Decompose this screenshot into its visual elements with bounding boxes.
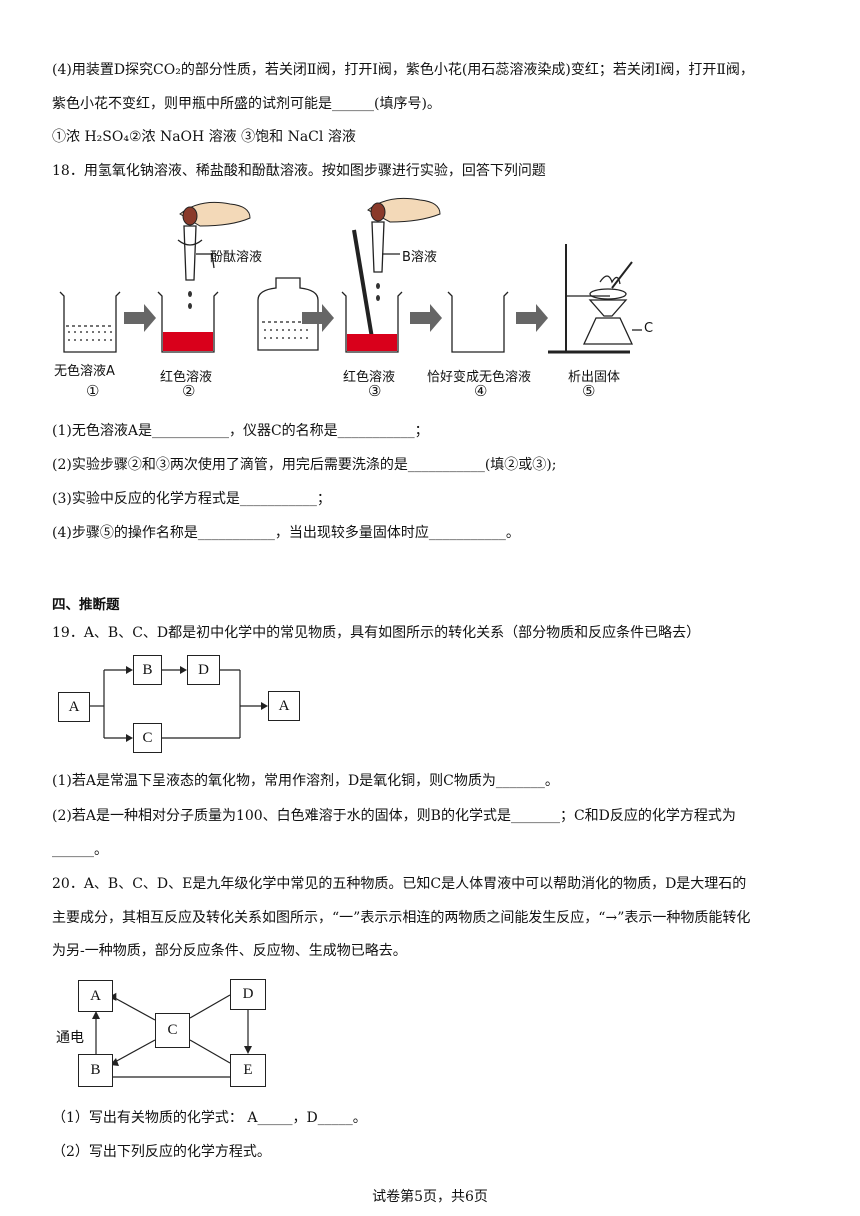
- q19-box-b: B: [133, 655, 162, 685]
- step-arrow-3: [410, 304, 442, 332]
- q20-stem-line2: 主要成分，其相互反应及转化关系如图所示，“一”表示示相连的两物质之间能发生反应，…: [52, 910, 751, 926]
- q18-stem: 18．用氢氧化钠溶液、稀盐酸和酚酞溶液。按如图步骤进行实验，回答下列问题: [52, 163, 546, 179]
- q19-box-a-left: A: [58, 692, 90, 722]
- q20-box-d: D: [230, 979, 266, 1010]
- step5-label: 析出固体: [568, 370, 621, 385]
- q17-part4-line2: 紫色小花不变红，则甲瓶中所盛的试剂可能是______(填序号)。: [52, 96, 441, 112]
- step1-number: ①: [86, 382, 100, 400]
- q18-sub3: (3)实验中反应的化学方程式是___________；: [52, 491, 331, 507]
- step3-label: 红色溶液: [343, 370, 396, 385]
- page-footer: 试卷第5页，共6页: [372, 1189, 488, 1205]
- step4-label: 恰好变成无色溶液: [427, 370, 532, 385]
- q19-stem: 19．A、B、C、D都是初中化学中的常见物质，具有如图所示的转化关系（部分物质和…: [52, 625, 701, 641]
- q18-figure: 酚酞溶液 B溶液 C 无色溶液A 红色溶液 红色溶液 恰好变成无色溶液 析出固体…: [0, 0, 860, 420]
- q20-diagram: A D C B E 通电: [56, 979, 266, 1087]
- q17-part4-line1: (4)用装置D探究CO₂的部分性质，若关闭Ⅱ阀，打开Ⅰ阀，紫色小花(用石蕊溶液染…: [52, 62, 754, 78]
- q20-sub1: （1）写出有关物质的化学式： A_____，D_____。: [52, 1110, 367, 1126]
- q19-box-a-right: A: [268, 691, 300, 721]
- q19-sub2-line2: ______。: [52, 842, 108, 858]
- q20-box-c: C: [155, 1013, 190, 1048]
- label-c: C: [644, 321, 654, 336]
- step5-number: ⑤: [582, 382, 596, 400]
- q19-connectors: [90, 666, 268, 742]
- q18-sub1: (1)无色溶液A是___________，仪器C的名称是___________；: [52, 423, 429, 439]
- q20-stem-line3: 为另-一种物质，部分反应条件、反应物、生成物已略去。: [52, 943, 407, 959]
- step-arrow-2: [302, 304, 334, 332]
- q19-sub2-line1: (2)若A是一种相对分子质量为100、白色难溶于水的固体，则B的化学式是____…: [52, 808, 736, 824]
- label-phenolphthalein: 酚酞溶液: [210, 250, 263, 265]
- q19-sub1: (1)若A是常温下呈液态的氧化物，常用作溶剂，D是氧化铜，则C物质为______…: [52, 773, 559, 789]
- q18-sub2: (2)实验步骤②和③两次使用了滴管，用完后需要洗涤的是___________(填…: [52, 457, 557, 473]
- experiment-diagram: [59, 197, 642, 354]
- step2-number: ②: [182, 382, 196, 400]
- step-arrow-1: [124, 304, 156, 332]
- q20-box-e: E: [230, 1054, 266, 1087]
- section-title: 四、推断题: [52, 597, 120, 613]
- step4-number: ④: [474, 382, 488, 400]
- q20-sub2: （2）写出下列反应的化学方程式。: [52, 1144, 271, 1160]
- label-electrolysis: 通电: [56, 1030, 84, 1046]
- q18-sub4: (4)步骤⑤的操作名称是___________，当出现较多量固体时应______…: [52, 525, 520, 541]
- step-arrow-4: [516, 304, 548, 332]
- q20-connectors: [92, 992, 252, 1078]
- q17-options: ①浓 H₂SO₄②浓 NaOH 溶液 ③饱和 NaCl 溶液: [52, 129, 356, 145]
- label-b-solution: B溶液: [402, 250, 437, 265]
- step1-label: 无色溶液A: [54, 364, 115, 379]
- q19-diagram: A B D C A: [58, 655, 300, 753]
- q20-stem-line1: 20．A、B、C、D、E是九年级化学中常见的五种物质。已知C是人体胃液中可以帮助…: [52, 876, 747, 892]
- step2-label: 红色溶液: [160, 370, 213, 385]
- q20-box-b: B: [78, 1054, 113, 1087]
- q19-box-d: D: [187, 655, 220, 685]
- q20-box-a: A: [78, 980, 113, 1012]
- q19-box-c: C: [133, 723, 162, 753]
- step3-number: ③: [368, 382, 382, 400]
